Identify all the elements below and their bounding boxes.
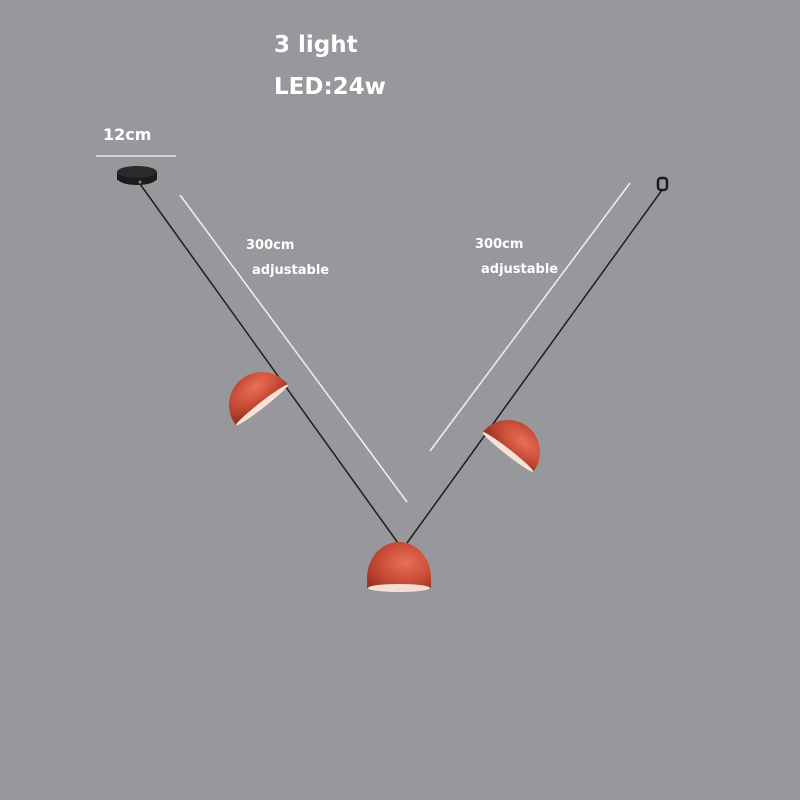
left-length-indicator	[179, 194, 408, 503]
left-cable	[139, 183, 399, 544]
right-shade	[482, 420, 540, 472]
ceiling-hook	[656, 176, 669, 192]
left-cable-length-label: 300cm	[246, 238, 295, 253]
power-label: LED:24w	[274, 74, 386, 100]
right-length-indicator	[429, 182, 631, 452]
center-shade	[367, 542, 431, 592]
ceiling-canopy	[117, 166, 157, 185]
right-cable-note-label: adjustable	[481, 262, 559, 277]
right-cable-length-label: 300cm	[475, 237, 524, 252]
left-cable-note-label: adjustable	[252, 263, 330, 278]
canopy-width-label: 12cm	[103, 125, 152, 144]
light-count-label: 3 light	[274, 32, 358, 58]
left-shade	[229, 372, 289, 426]
right-cable	[406, 189, 663, 544]
